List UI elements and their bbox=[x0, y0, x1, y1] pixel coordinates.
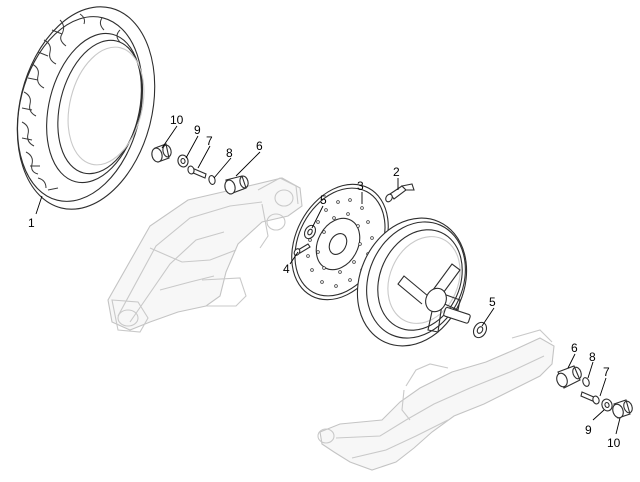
callout-lower-bolt: 7 bbox=[603, 365, 610, 379]
lower-washer-part-8 bbox=[582, 377, 590, 387]
upper-nut-part-10 bbox=[151, 143, 172, 163]
hub-washer-part bbox=[472, 321, 488, 339]
lower-fastener-group bbox=[556, 365, 633, 419]
callout-hub-washer: 5 bbox=[489, 295, 496, 309]
leader-lines bbox=[35, 125, 621, 435]
callout-lower-washer-8: 8 bbox=[589, 350, 596, 364]
lower-spacer-part-6 bbox=[556, 365, 582, 389]
disc-screw-part bbox=[293, 243, 311, 256]
callout-lower-nut: 10 bbox=[607, 436, 621, 450]
callout-disc-washer: 5 bbox=[320, 193, 327, 207]
callout-upper-bolt: 7 bbox=[206, 134, 213, 148]
lower-washer-part-9 bbox=[601, 398, 613, 412]
upper-washer-part-8 bbox=[208, 175, 216, 185]
callout-lower-spacer: 6 bbox=[571, 341, 578, 355]
callout-disc-screw: 4 bbox=[283, 262, 290, 276]
upper-washer-part-9 bbox=[177, 154, 189, 168]
callout-upper-nut: 10 bbox=[170, 113, 184, 127]
callout-valve: 2 bbox=[393, 165, 400, 179]
callout-upper-washer-8: 8 bbox=[226, 146, 233, 160]
upper-fastener-group bbox=[151, 143, 249, 195]
upper-spacer-part-6 bbox=[224, 175, 249, 195]
left-swing-arm-ghost bbox=[107, 177, 303, 333]
callout-upper-washer-9: 9 bbox=[194, 123, 201, 137]
wheel-spokes bbox=[397, 263, 461, 333]
lower-bolt-part-7 bbox=[580, 391, 600, 405]
tire-tread-pattern bbox=[21, 13, 121, 191]
callout-brake-disc: 3 bbox=[357, 179, 364, 193]
upper-bolt-part-7 bbox=[187, 165, 207, 179]
tire-part bbox=[16, 6, 156, 210]
right-swing-arm-ghost bbox=[317, 329, 555, 471]
lower-nut-part-10 bbox=[612, 399, 633, 419]
callout-numbers: 1 2 3 4 5 5 6 6 7 7 8 8 9 9 10 10 bbox=[28, 113, 621, 450]
wheel-rim-part bbox=[356, 217, 471, 347]
tire-valve-part bbox=[385, 183, 415, 203]
callout-upper-spacer: 6 bbox=[256, 139, 263, 153]
callout-tire: 1 bbox=[28, 216, 35, 230]
callout-lower-washer-9: 9 bbox=[585, 423, 592, 437]
